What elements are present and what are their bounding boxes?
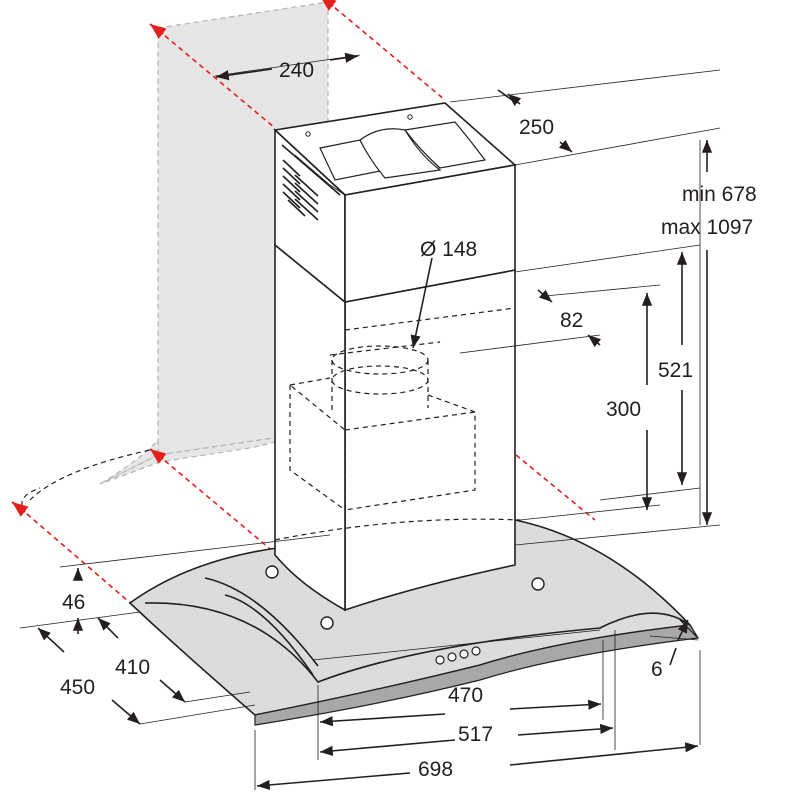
label-698: 698 (418, 758, 453, 781)
label-250: 250 (519, 116, 554, 139)
label-6: 6 (651, 658, 663, 681)
label-450: 450 (60, 676, 95, 699)
label-521: 521 (658, 359, 693, 382)
label-outlet-diameter: Ø 148 (420, 238, 477, 261)
upper-chimney (273, 102, 517, 304)
hidden-outlet (289, 345, 476, 512)
label-410: 410 (115, 656, 150, 679)
dimension-labels: 240 250 min 678 max 1097 Ø 148 82 521 30… (60, 59, 757, 781)
control-buttons (435, 646, 481, 665)
label-height-min: min 678 (682, 183, 757, 206)
label-82: 82 (560, 309, 583, 332)
vent-slots (282, 159, 319, 221)
label-470: 470 (448, 684, 483, 707)
label-300: 300 (606, 398, 641, 421)
dimension-lines (19, 52, 721, 791)
label-240: 240 (279, 59, 314, 82)
lower-chimney (274, 243, 521, 612)
label-46: 46 (62, 591, 85, 614)
label-height-max: max 1097 (661, 216, 753, 239)
label-517: 517 (458, 723, 493, 746)
